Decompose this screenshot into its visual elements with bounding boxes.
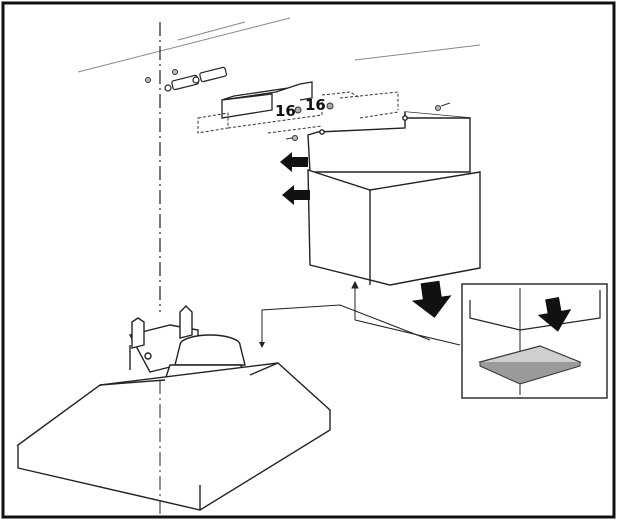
down-arrow-icon — [537, 297, 572, 332]
hood-body — [16, 305, 332, 511]
wall-lines — [77, 17, 481, 73]
filter-detail-inset — [461, 283, 608, 399]
mounting-bracket — [221, 81, 313, 119]
screw-icon — [285, 102, 451, 141]
lower-chimney — [307, 169, 481, 286]
bracket-dashed-outline — [197, 91, 399, 134]
upper-chimney — [307, 111, 471, 173]
wall-plug-icon — [164, 66, 227, 92]
callout-right-screw-icon — [326, 102, 334, 110]
callout-left-group: 16 — [275, 102, 302, 120]
callout-right: 16 — [305, 96, 326, 114]
lift-arrow — [351, 280, 461, 346]
push-arrow-icon — [280, 152, 310, 205]
callout-left-screw-icon — [294, 106, 302, 114]
leader-line — [261, 304, 431, 345]
down-arrow-icon — [411, 280, 452, 318]
screw-icon — [145, 69, 178, 83]
callout-right-group: 16 — [305, 96, 334, 114]
callout-left: 16 — [275, 102, 296, 120]
